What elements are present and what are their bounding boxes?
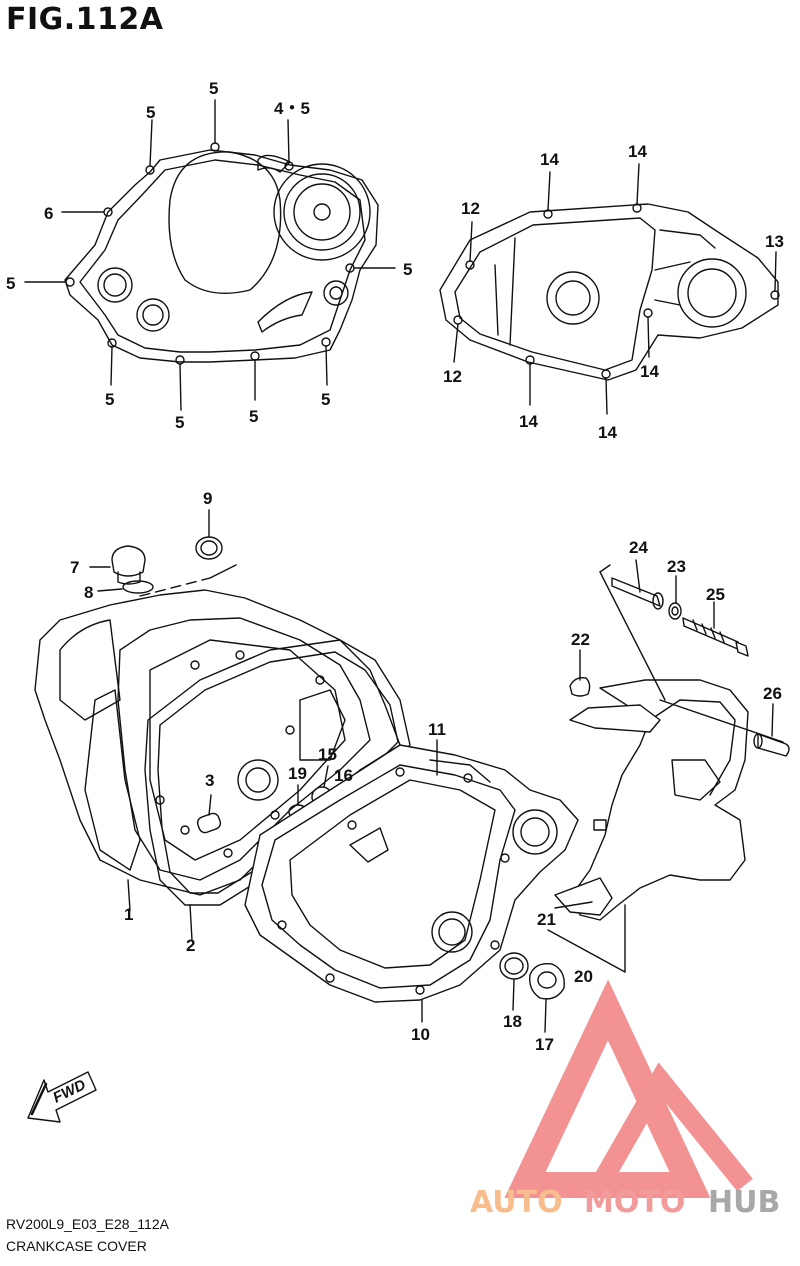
forward-arrow-icon (27, 1071, 97, 1123)
callout-14: 14 (540, 150, 559, 169)
callout-21: 21 (537, 910, 556, 929)
callout-5: 5 (209, 79, 218, 98)
callout-5: 5 (6, 274, 15, 293)
callout-7: 7 (70, 558, 79, 577)
clutch-cover-part (24, 99, 396, 411)
callout-3: 3 (205, 771, 214, 790)
callout-19: 19 (288, 764, 307, 783)
callout-20: 20 (574, 967, 593, 986)
callout-1: 1 (124, 905, 133, 924)
callout-2: 2 (186, 936, 195, 955)
callout-16: 16 (334, 766, 353, 785)
callout-8: 8 (84, 583, 93, 602)
callout-numbers: 5 5 4・5 6 5 5 5 5 5 5 14 14 12 13 12 14 … (6, 79, 784, 1054)
sprocket-cover-part (547, 564, 784, 973)
callout-14: 14 (640, 362, 659, 381)
watermark-logo: AUTO MOTO HUB (470, 979, 780, 1220)
callout-12: 12 (461, 199, 480, 218)
callout-12: 12 (443, 367, 462, 386)
callout-17: 17 (535, 1035, 554, 1054)
bolt-part (569, 559, 790, 757)
callout-5: 5 (105, 390, 114, 409)
watermark-word-auto: AUTO (470, 1185, 563, 1220)
callout-18: 18 (503, 1012, 522, 1031)
generator-cover-part (439, 163, 780, 415)
model-code: RV200L9_E03_E28_112A (6, 1216, 169, 1232)
callout-5: 5 (321, 390, 330, 409)
callout-6: 6 (44, 204, 53, 223)
oil-filler-cap-part (89, 509, 237, 597)
callout-15: 15 (318, 745, 337, 764)
callout-26: 26 (763, 684, 782, 703)
callout-4-5: 4・5 (274, 99, 310, 118)
callout-22: 22 (571, 630, 590, 649)
callout-9: 9 (203, 489, 212, 508)
callout-11: 11 (428, 720, 446, 739)
callout-5: 5 (146, 103, 155, 122)
callout-23: 23 (667, 557, 686, 576)
callout-14: 14 (598, 423, 617, 442)
callout-24: 24 (629, 538, 648, 557)
crankcase-assembly-part (34, 589, 401, 911)
crankcase-cover-part (244, 739, 579, 1023)
callout-5: 5 (175, 413, 184, 432)
callout-5: 5 (249, 407, 258, 426)
callout-5: 5 (403, 260, 412, 279)
callout-14: 14 (519, 412, 538, 431)
oil-plug-part (499, 952, 565, 1033)
callout-10: 10 (411, 1025, 430, 1044)
callout-13: 13 (765, 232, 784, 251)
watermark-word-hub: HUB (708, 1185, 780, 1220)
callout-25: 25 (706, 585, 725, 604)
section-name: CRANKCASE COVER (6, 1238, 147, 1254)
callout-14: 14 (628, 142, 647, 161)
figure-title: FIG.112A (6, 2, 164, 37)
watermark-word-moto: MOTO (584, 1185, 685, 1220)
